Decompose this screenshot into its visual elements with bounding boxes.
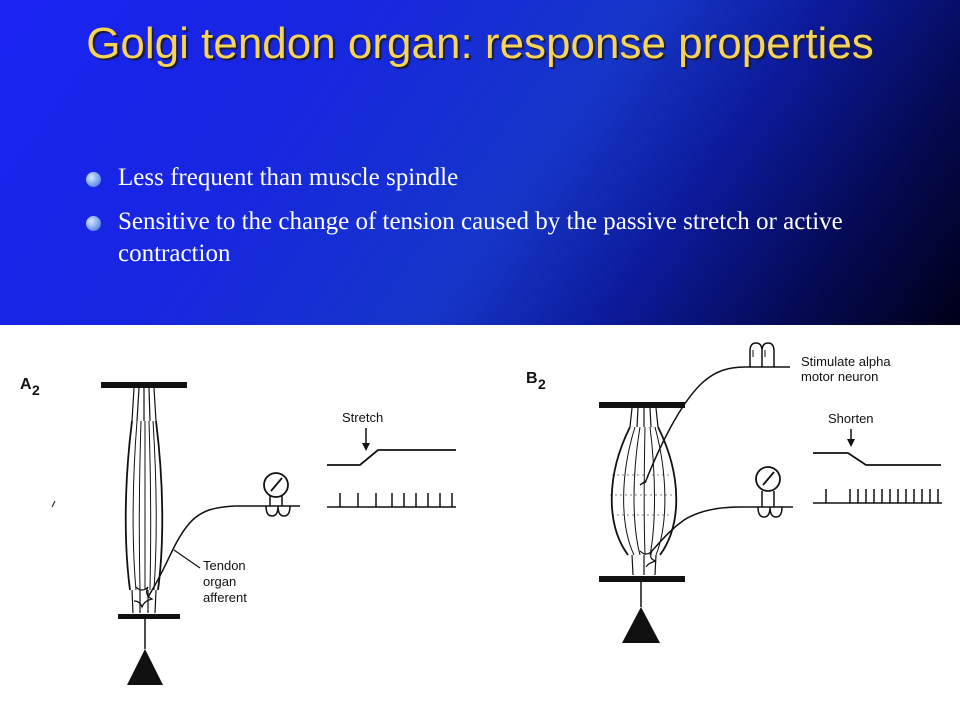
bullet-dot-icon bbox=[86, 172, 101, 187]
bullet-item: Less frequent than muscle spindle bbox=[86, 162, 846, 194]
upper-tendon bbox=[629, 407, 659, 428]
stimulator-icon bbox=[749, 342, 775, 367]
afferent-fiber bbox=[649, 506, 793, 554]
tendon-organ bbox=[639, 550, 657, 568]
stretch-label: Stretch bbox=[342, 410, 383, 425]
weight-icon bbox=[127, 649, 163, 685]
shorten-trace bbox=[813, 452, 941, 466]
tendon-organ-diagram: A 2 Tendon bbox=[20, 342, 942, 685]
spike-train-b bbox=[813, 489, 942, 504]
recording-meter-icon bbox=[263, 472, 289, 498]
bullet-dot-icon bbox=[86, 216, 101, 231]
muscle-fibers bbox=[610, 426, 678, 556]
panel-a: A 2 Tendon bbox=[20, 376, 456, 685]
bullet-text: Sensitive to the change of tension cause… bbox=[118, 208, 843, 267]
panel-b-label: B bbox=[526, 370, 538, 387]
panel-b: B 2 Stimulate alpha bbox=[526, 342, 942, 643]
bottom-bone-bar bbox=[599, 576, 685, 582]
stimulate-label-line-1: Stimulate alpha bbox=[801, 354, 891, 369]
afferent-label-line-1: Tendon bbox=[203, 558, 246, 573]
top-bone-bar bbox=[101, 382, 187, 388]
slide-title: Golgi tendon organ: response properties bbox=[86, 19, 874, 68]
bottom-bone-bar bbox=[118, 614, 180, 619]
lower-tendon bbox=[131, 589, 157, 614]
bullet-item: Sensitive to the change of tension cause… bbox=[86, 206, 846, 270]
afferent-leader bbox=[173, 549, 201, 569]
slide-header bbox=[0, 0, 960, 325]
shorten-label: Shorten bbox=[828, 411, 874, 426]
stretch-trace bbox=[327, 449, 456, 466]
top-bone-bar bbox=[599, 402, 685, 408]
weight-icon bbox=[622, 607, 660, 643]
motor-fiber bbox=[644, 366, 790, 484]
afferent-label-line-3: afferent bbox=[203, 590, 247, 605]
muscle-striations bbox=[132, 420, 157, 591]
muscle-striations bbox=[623, 426, 666, 556]
recording-meter-icon bbox=[755, 466, 781, 492]
bullet-text: Less frequent than muscle spindle bbox=[118, 164, 459, 191]
lower-tendon bbox=[631, 554, 657, 576]
spike-train-a bbox=[327, 493, 456, 508]
panel-a-subscript: 2 bbox=[32, 382, 40, 398]
panel-b-subscript: 2 bbox=[538, 376, 546, 392]
afferent-fiber bbox=[147, 505, 300, 598]
stimulate-label-line-2: motor neuron bbox=[801, 369, 878, 384]
muscle-fibers bbox=[124, 420, 164, 591]
afferent-label-line-2: organ bbox=[203, 574, 236, 589]
panel-a-label: A bbox=[20, 376, 32, 393]
upper-tendon bbox=[131, 387, 157, 422]
tendon-organ bbox=[133, 586, 154, 609]
bullet-list: Less frequent than muscle spindle Sensit… bbox=[86, 162, 846, 282]
